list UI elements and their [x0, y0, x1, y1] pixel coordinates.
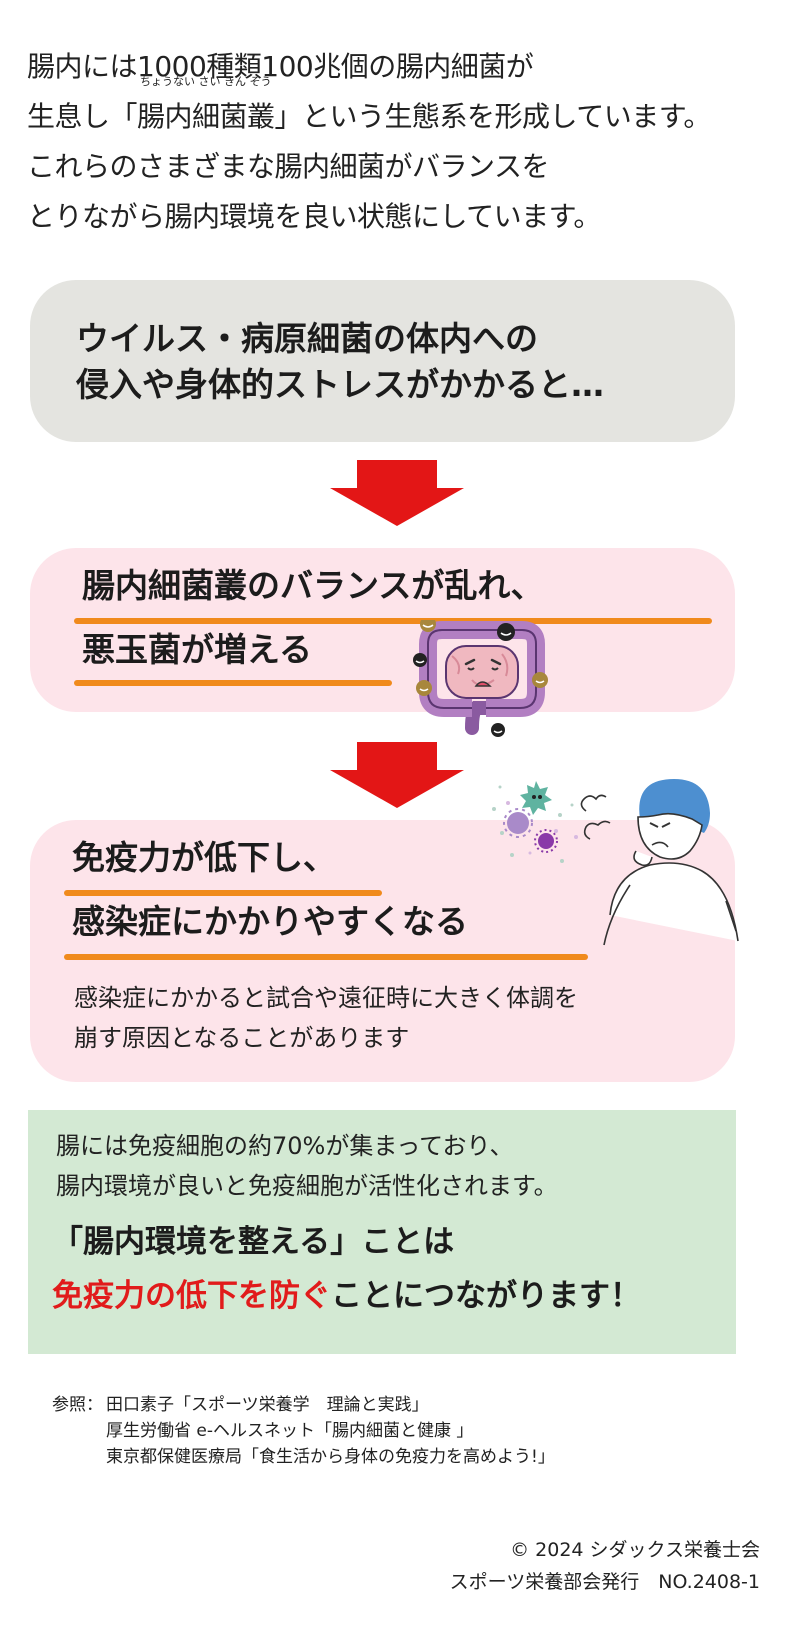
references-label: 参照：	[52, 1395, 103, 1415]
credit-line-2: スポーツ栄養部会発行 NO.2408-1	[449, 1571, 760, 1593]
step-3-underline-1	[64, 890, 382, 896]
intro-line-3: これらのさまざまな腸内細菌がバランスを	[27, 150, 549, 183]
intro-text: 腸内には1000種類100兆個の腸内細菌が 生息しちょうない さい きん そう「…	[27, 42, 787, 242]
highlight-red-text: 免疫力の低下を防ぐ	[52, 1278, 331, 1314]
ruby-term: ちょうない さい きん そう「腸内細菌叢」	[109, 76, 303, 142]
reference-row: 厚生労働省 e-ヘルスネット「腸内細菌と健康 」	[52, 1418, 555, 1444]
reference-row: 参照：田口素子「スポーツ栄養学 理論と実践」	[52, 1392, 555, 1418]
step-2-box: 腸内細菌叢のバランスが乱れ、 悪玉菌が増える	[30, 548, 735, 737]
step-3-line-2: 感染症にかかりやすくなる	[72, 902, 468, 941]
reference-item: 田口素子「スポーツ栄養学 理論と実践」	[106, 1395, 429, 1415]
step-3-line-1: 免疫力が低下し、	[72, 838, 336, 877]
step-3-description: 感染症にかかると試合や遠征時に大きく体調を 崩す原因となることがあります	[74, 978, 578, 1058]
ruby-base: 「腸内細菌叢」	[109, 100, 303, 133]
key-point-bold-1: 「腸内環境を整える」ことは	[52, 1224, 455, 1260]
intro-line-1: 腸内には1000種類100兆個の腸内細菌が	[27, 50, 534, 83]
bold-2-rest: ことにつながります！	[331, 1278, 641, 1314]
key-point-note: 腸には免疫細胞の約70%が集まっており、 腸内環境が良いと免疫細胞が活性化されま…	[56, 1126, 558, 1206]
reference-item: 東京都保健医療局「食生活から身体の免疫力を高めよう!」	[106, 1447, 555, 1467]
down-arrow-icon-2	[330, 742, 464, 808]
ruby-reading: ちょうない さい きん そう	[140, 75, 272, 88]
intro-line-4: とりながら腸内環境を良い状態にしています。	[27, 200, 601, 233]
virus-icon	[503, 781, 558, 853]
note-line-1: 腸には免疫細胞の約70%が集まっており、	[56, 1132, 514, 1160]
step-3-box: 免疫力が低下し、 感染症にかかりやすくなる 感染症にかかると試合や遠征時に大きく…	[30, 820, 735, 1082]
key-point-bold-2: 免疫力の低下を防ぐことにつながります！	[52, 1272, 641, 1320]
intro-line-2-pre: 生息し	[27, 100, 110, 133]
reference-row: 東京都保健医療局「食生活から身体の免疫力を高めよう!」	[52, 1444, 555, 1470]
step-2-underline-2	[74, 680, 392, 686]
step-2-line-2: 悪玉菌が増える	[82, 630, 313, 669]
credit: © 2024 シダックス栄養士会 スポーツ栄養部会発行 NO.2408-1	[450, 1534, 760, 1598]
step-2-line-1: 腸内細菌叢のバランスが乱れ、	[82, 566, 544, 605]
step-1-line-1: ウイルス・病原細菌の体内への	[76, 319, 538, 358]
intro-line-2: 生息しちょうない さい きん そう「腸内細菌叢」という生態系を形成しています。	[27, 76, 787, 142]
credit-line-1: © 2024 シダックス栄養士会	[510, 1539, 760, 1561]
note-line-2: 腸内環境が良いと免疫細胞が活性化されます。	[56, 1172, 558, 1200]
step-3-underline-2	[64, 954, 588, 960]
intestine-illustration	[402, 616, 558, 746]
references: 参照：田口素子「スポーツ栄養学 理論と実践」 厚生労働省 e-ヘルスネット「腸内…	[52, 1392, 555, 1470]
step-1-box: ウイルス・病原細菌の体内への 侵入や身体的ストレスがかかると…	[30, 280, 735, 442]
step-3-desc-line-1: 感染症にかかると試合や遠征時に大きく体調を	[74, 984, 578, 1012]
step-1-text: ウイルス・病原細菌の体内への 侵入や身体的ストレスがかかると…	[76, 316, 604, 408]
step-1-line-2: 侵入や身体的ストレスがかかると…	[76, 365, 604, 404]
intro-line-2-post: という生態系を形成しています。	[302, 100, 711, 133]
key-point-box: 腸には免疫細胞の約70%が集まっており、 腸内環境が良いと免疫細胞が活性化されま…	[28, 1110, 736, 1354]
reference-item: 厚生労働省 e-ヘルスネット「腸内細菌と健康 」	[106, 1421, 474, 1441]
step-3-desc-line-2: 崩す原因となることがあります	[74, 1024, 410, 1052]
down-arrow-icon	[330, 460, 464, 526]
coughing-person-illustration	[490, 775, 750, 959]
step-2-underline-1	[74, 618, 712, 624]
